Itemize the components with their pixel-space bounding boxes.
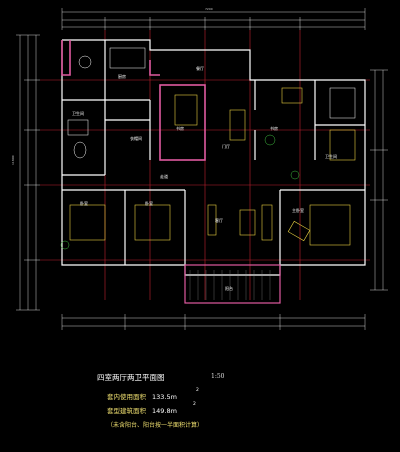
left-dimension-lines — [16, 34, 40, 311]
usable-area-superscript: 2 — [196, 388, 199, 393]
room-label-bedroom-left: 卧室 — [80, 200, 88, 206]
coffee-table — [239, 209, 256, 236]
building-area-superscript: 2 — [193, 402, 196, 407]
building-area-value: 149.8m — [152, 407, 177, 415]
bathtub — [329, 87, 356, 119]
room-label-small-room: 书房 — [176, 125, 184, 131]
building-area-label: 套型建筑面积 — [107, 407, 146, 415]
kitchen-counter — [109, 47, 146, 69]
balcony-outline — [184, 264, 281, 304]
highlight-walls — [61, 40, 206, 161]
walls — [61, 39, 366, 276]
vanity — [67, 119, 89, 136]
room-label-kitchen: 厨房 — [118, 73, 126, 79]
desk — [281, 87, 303, 104]
room-label-dining: 餐厅 — [196, 65, 204, 71]
kitchen-sink — [78, 55, 92, 69]
room-label-study: 书房 — [270, 125, 278, 131]
room-label-bathroom: 卫生间 — [72, 110, 84, 116]
room-label-master-bedroom: 主卧室 — [292, 207, 304, 213]
sofa — [261, 204, 273, 241]
fixtures — [67, 47, 356, 159]
usable-area-label: 套内使用面积 — [107, 393, 146, 401]
balcony-hatch — [189, 270, 271, 300]
building-area-row: 套型建筑面积 149.8m — [107, 405, 177, 415]
room-label-hall: 走道 — [160, 173, 168, 179]
room-label-balcony: 阳台 — [225, 285, 233, 291]
furniture — [69, 87, 356, 246]
wardrobe — [329, 129, 356, 161]
axis-grid — [40, 30, 370, 300]
right-dimension-lines — [370, 69, 388, 291]
bed-left — [69, 204, 106, 241]
drawing-title: 四室两厅两卫平面图 — [97, 373, 165, 382]
tv-cabinet — [207, 204, 217, 236]
dining-table — [229, 109, 246, 141]
lounge-chair — [287, 220, 311, 242]
bed-mid — [134, 204, 171, 241]
room-label-master-bath: 卫生间 — [325, 153, 337, 159]
usable-area-value: 133.5m — [152, 393, 177, 401]
top-dimension-lines — [61, 8, 366, 30]
drawing-scale: 1:50 — [211, 373, 225, 380]
toilet — [73, 141, 87, 159]
top-total-dimension: 7200 — [205, 7, 213, 11]
left-total-dimension: 11800 — [11, 155, 15, 165]
room-label-bedroom-mid: 卧室 — [145, 200, 153, 206]
room-label-entry: 门厅 — [222, 143, 230, 149]
bed-master — [309, 204, 351, 246]
room-label-living: 客厅 — [215, 217, 223, 223]
room-label-cloak: 衣帽间 — [130, 135, 142, 141]
bottom-dimension-lines — [61, 314, 366, 330]
usable-area-row: 套内使用面积 133.5m — [107, 391, 177, 401]
area-note: （未含阳台、阳台按一半面积计算） — [107, 422, 204, 429]
plants — [60, 134, 300, 250]
bed-small — [174, 94, 198, 126]
